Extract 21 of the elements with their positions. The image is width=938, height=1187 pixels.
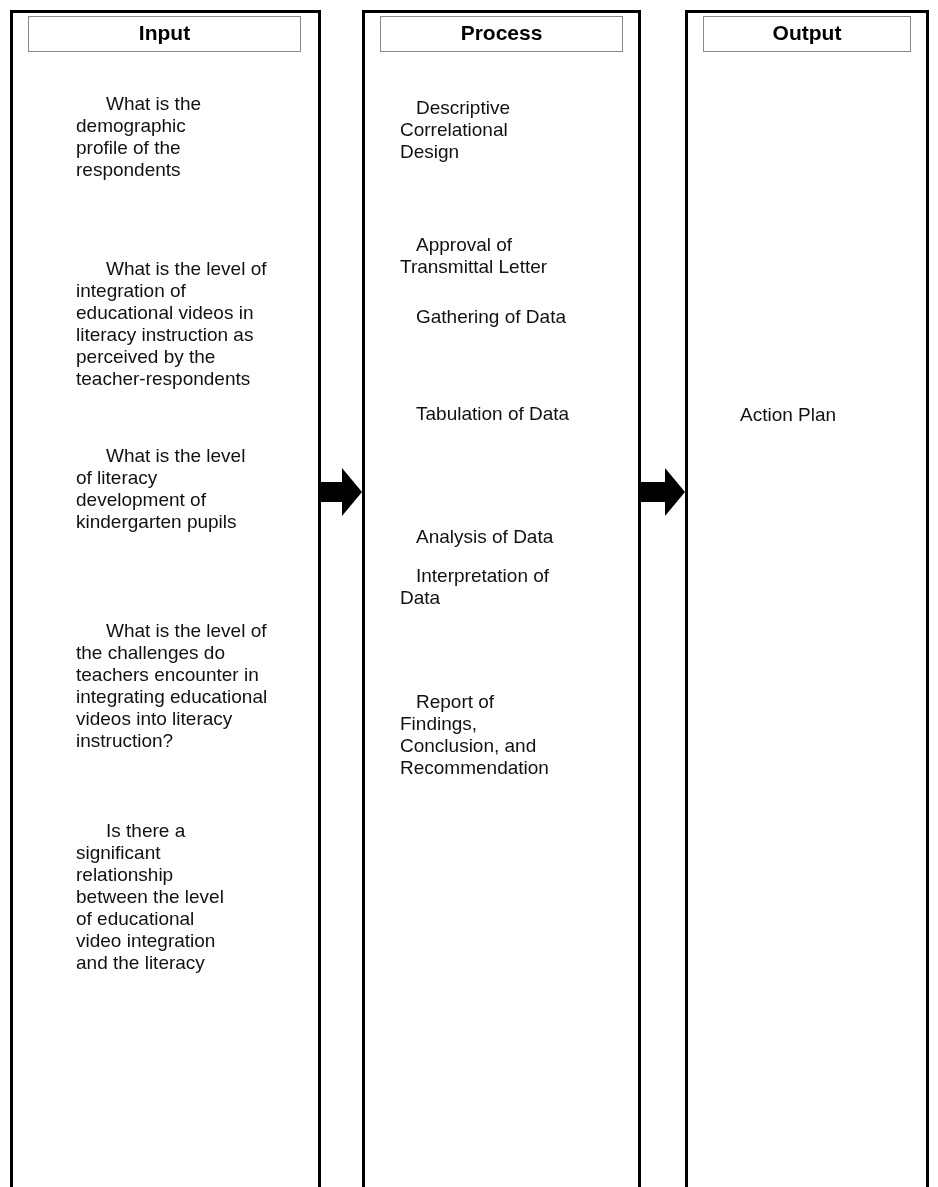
header-box: Process	[380, 16, 623, 52]
question-text: Is there a significant relationship between the level of educational video integration and the literacy	[76, 820, 225, 974]
question-text: What is the demographic profile of the respondents	[76, 93, 203, 181]
block-arrow	[641, 468, 685, 516]
column-panel	[685, 10, 929, 1187]
header-box: Output	[703, 16, 911, 52]
step-text: Descriptive Correlational Design	[400, 97, 511, 163]
question-text: What is the level of the challenges do teachers encounter in integrating educational videos into literacy instruction?	[76, 620, 269, 752]
step-text: Analysis of Data	[415, 526, 555, 548]
header-box: Input	[28, 16, 301, 52]
block-arrow	[321, 468, 362, 516]
step-text: Approval of Transmittal Letter	[400, 234, 549, 278]
column-panel	[362, 10, 641, 1187]
step-text: Gathering of Data	[415, 306, 567, 328]
output-text: Action Plan	[740, 404, 838, 426]
column-panel	[10, 10, 321, 1187]
step-text: Tabulation of Data	[415, 403, 571, 425]
step-text: Interpretation of Data	[400, 565, 550, 609]
question-text: What is the level of literacy development of kindergarten pupils	[76, 445, 247, 533]
step-text: Report of Findings, Conclusion, and Recommendation	[400, 691, 550, 779]
question-text: What is the level of integration of educational videos in literacy instruction as perceived by the teacher-respondents	[76, 258, 268, 390]
